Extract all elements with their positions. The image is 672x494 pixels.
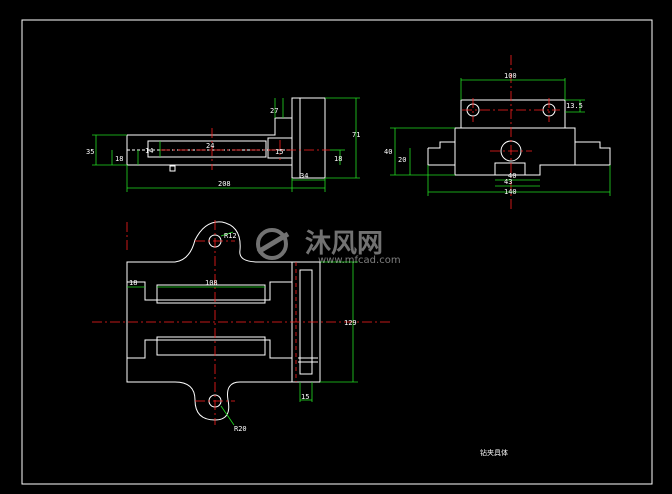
- dim-side-2: 13.5: [566, 102, 583, 110]
- dim-front-9: 34: [300, 172, 308, 180]
- dim-front-1: 27: [270, 107, 278, 115]
- watermark-name: 沐风网: [305, 229, 383, 259]
- dim-front-8: 18: [334, 155, 342, 163]
- watermark-logo-icon: [256, 228, 290, 260]
- dim-top-2: 18: [129, 279, 137, 287]
- side-view: 100 13.5 40 20 40 140 43: [384, 55, 611, 212]
- dim-front-2: 71: [352, 131, 360, 139]
- watermark: 沐风网 www.mfcad.com: [256, 228, 401, 266]
- dim-front-6: 24: [206, 142, 214, 150]
- watermark-url: www.mfcad.com: [318, 255, 401, 266]
- dim-front-7: 15: [275, 148, 283, 156]
- dim-front-3: 35: [86, 148, 94, 156]
- drawing-frame: [21, 19, 653, 485]
- dim-top-3: 108: [205, 279, 218, 287]
- front-view: 27 71 35 18 14 24 15 18 34 208: [86, 97, 360, 192]
- dim-side-5: 40: [508, 172, 516, 180]
- dim-side-7: 43: [504, 178, 512, 186]
- dim-side-3: 40: [384, 148, 392, 156]
- dim-front-5: 14: [145, 147, 153, 155]
- dim-top-4: 129: [344, 319, 357, 327]
- dim-side-1: 100: [504, 72, 517, 80]
- dim-top-6: R20: [234, 425, 247, 433]
- dim-top-1: R12: [224, 232, 237, 240]
- dim-top-5: 15: [301, 393, 309, 401]
- dim-side-6: 140: [504, 188, 517, 196]
- dim-front-4: 18: [115, 155, 123, 163]
- top-view: R12 18 108 129 15 R20: [92, 220, 392, 433]
- dim-side-4: 20: [398, 156, 406, 164]
- drawing-title: 钻夹具体: [480, 448, 508, 457]
- dim-front-10: 208: [218, 180, 231, 188]
